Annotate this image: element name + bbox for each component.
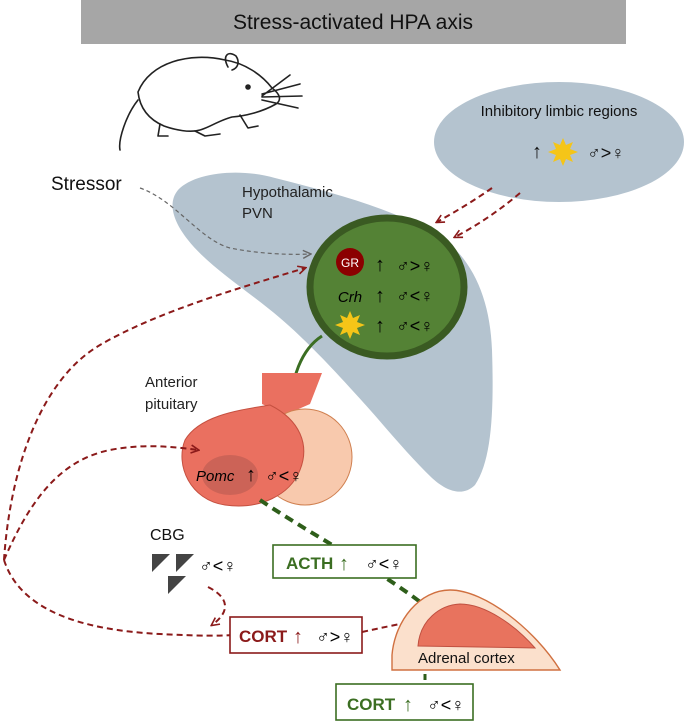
cort-output-box [335,683,474,721]
gr-up-arrow: ↑ [375,254,385,276]
cort-feedback-sex-diff: ♂>♀ [316,627,354,647]
acth-sex-diff: ♂<♀ [365,554,403,574]
cort-feedback-box [229,616,363,654]
adrenal-label: Adrenal cortex [418,650,515,667]
pomc-gene: Pomc [196,468,235,485]
star-sex-diff: ♂<♀ [396,316,434,336]
pituitary-label-line2: pituitary [145,396,198,413]
limbic-input-arrow-2 [455,192,521,237]
cort-feedback-label: CORT [239,627,288,646]
pvn-star-icon [335,311,365,339]
limbic-input-arrow-1 [437,187,493,222]
limbic-up-arrow: ↑ [532,141,542,163]
stressor-arrow [139,187,310,254]
cbg-to-cort-arrow [207,586,226,625]
limbic-star-icon [548,138,578,166]
cort-feedback-up-arrow: ↑ [293,626,303,648]
acth-label: ACTH [286,554,333,573]
feedback-to-pituitary-arrow [3,446,198,561]
cbg-label: CBG [150,527,185,544]
acth-box [272,544,417,579]
feedback-stem [3,559,233,637]
pituitary-gland [181,373,353,507]
cort-output-label: CORT [347,695,396,714]
gr-sex-diff: ♂>♀ [396,256,434,276]
stressor-label: Stressor [51,174,122,195]
pomc-sex-diff: ♂<♀ [265,466,303,486]
diagram-title: Stress-activated HPA axis [233,11,473,34]
gr-badge-label: GR [341,256,359,270]
crh-gene: Crh [338,289,362,306]
feedback-to-pvn-arrow [3,268,305,561]
rat-illustration [118,52,303,151]
pvn-label-line2: PVN [242,205,273,222]
crh-up-arrow: ↑ [375,285,385,307]
gr-badge [336,248,364,276]
adrenal-cortex [391,589,562,671]
limbic-label: Inhibitory limbic regions [481,103,638,120]
limbic-region [434,82,684,202]
pvn-label-line1: Hypothalamic [242,184,333,201]
title-bar [81,0,626,44]
acth-up-arrow: ↑ [339,553,349,575]
crh-sex-diff: ♂<♀ [396,286,434,306]
pomc-up-arrow: ↑ [246,464,256,486]
cort-output-up-arrow: ↑ [403,694,413,716]
cort-output-sex-diff: ♂<♀ [427,695,465,715]
pituitary-label-line1: Anterior [145,374,198,391]
cbg-protein-icon [152,554,194,594]
star-up-arrow: ↑ [375,315,385,337]
cbg-sex-diff: ♂<♀ [199,556,237,576]
limbic-sex-diff: ♂>♀ [587,143,625,163]
pvn-nucleus [306,214,468,360]
